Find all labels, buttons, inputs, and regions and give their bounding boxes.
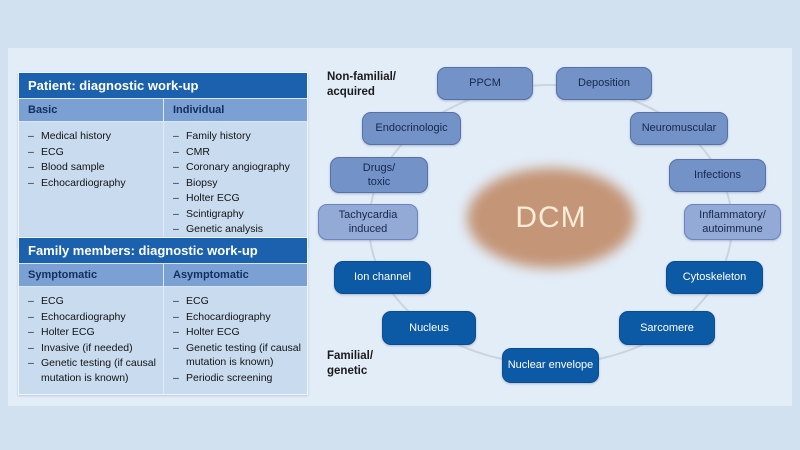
list-item: Holter ECG: [28, 325, 157, 340]
node-ion-channel: Ion channel: [334, 261, 431, 294]
list-item: Holter ECG: [173, 191, 301, 206]
list-item: Echocardiography: [28, 310, 157, 325]
list-item: Biopsy: [173, 176, 301, 191]
node-tachycardia-induced: Tachycardia induced: [318, 204, 418, 240]
list-item: CMR: [173, 145, 301, 160]
table-title: Patient: diagnostic work-up: [19, 73, 307, 99]
dcm-label: DCM: [515, 201, 587, 234]
node-infections: Infections: [669, 159, 766, 192]
list-item: Genetic testing (if causal mutation is k…: [173, 341, 301, 370]
group-label-nonfamilial: Non-familial/ acquired: [327, 71, 397, 98]
family-workup-table: Family members: diagnostic work-up Sympt…: [18, 237, 308, 395]
node-nuclear-envelope: Nuclear envelope: [502, 348, 599, 383]
node-inflammatory-autoimmune: Inflammatory/ autoimmune: [684, 204, 781, 240]
table-subheader-row: Symptomatic Asymptomatic: [19, 264, 307, 287]
list-item: Echocardiography: [173, 310, 301, 325]
table-subheader-row: Basic Individual: [19, 99, 307, 122]
list-item: ECG: [28, 145, 157, 160]
basic-items: Medical history ECG Blood sample Echocar…: [19, 122, 163, 246]
column-header-asymptomatic: Asymptomatic: [163, 264, 307, 286]
dcm-ellipse: [467, 168, 635, 268]
table-body: Medical history ECG Blood sample Echocar…: [19, 122, 307, 246]
patient-workup-table: Patient: diagnostic work-up Basic Indivi…: [18, 72, 308, 247]
individual-items: Family history CMR Coronary angiography …: [163, 122, 307, 246]
node-sarcomere: Sarcomere: [619, 311, 715, 345]
node-neuromuscular: Neuromuscular: [630, 112, 728, 145]
node-nucleus: Nucleus: [382, 311, 476, 345]
list-item: Genetic analysis: [173, 222, 301, 237]
node-deposition: Deposition: [556, 67, 652, 100]
column-header-basic: Basic: [28, 104, 58, 116]
node-cytoskeleton: Cytoskeleton: [666, 261, 763, 294]
asymptomatic-items: ECG Echocardiography Holter ECG Genetic …: [163, 287, 307, 394]
column-header-individual: Individual: [163, 99, 307, 121]
list-item: Blood sample: [28, 160, 157, 175]
list-item: Holter ECG: [173, 325, 301, 340]
node-endocrinologic: Endocrinologic: [362, 112, 461, 145]
list-item: Medical history: [28, 129, 157, 144]
list-item: ECG: [28, 294, 157, 309]
list-item: Family history: [173, 129, 301, 144]
node-drugs-toxic: Drugs/ toxic: [330, 157, 428, 193]
node-ppcm: PPCM: [437, 67, 533, 100]
list-item: ECG: [173, 294, 301, 309]
list-item: Coronary angiography: [173, 160, 301, 175]
list-item: Periodic screening: [173, 371, 301, 386]
list-item: Echocardiography: [28, 176, 157, 191]
symptomatic-items: ECG Echocardiography Holter ECG Invasive…: [19, 287, 163, 394]
table-body: ECG Echocardiography Holter ECG Invasive…: [19, 287, 307, 394]
column-header-symptomatic: Symptomatic: [28, 269, 98, 281]
list-item: Genetic testing (if causal mutation is k…: [28, 356, 157, 385]
list-item: Invasive (if needed): [28, 341, 157, 356]
table-title: Family members: diagnostic work-up: [19, 238, 307, 264]
list-item: Scintigraphy: [173, 207, 301, 222]
group-label-familial: Familial/ genetic: [327, 350, 374, 377]
